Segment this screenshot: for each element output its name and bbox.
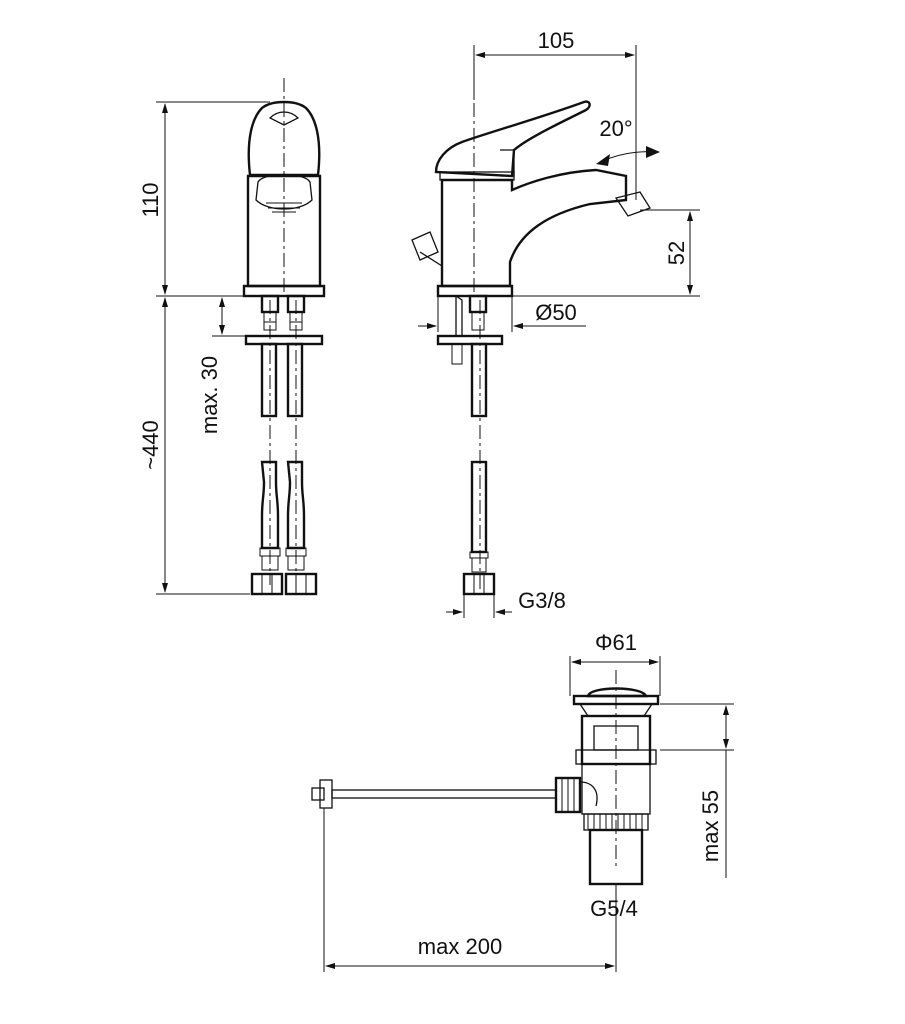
drain-dimensions: Φ61 max 55 G5/4 max 200 (323, 630, 734, 972)
front-view-dimensions: 110 ~440 max. 30 (138, 101, 270, 595)
dim-angle-20: 20° (599, 116, 632, 141)
faucet-front-view (242, 78, 326, 596)
dim-rod-max-200: max 200 (418, 934, 502, 959)
dim-height-110: 110 (138, 182, 163, 217)
dim-diameter-50: Ø50 (535, 300, 577, 325)
side-view-dimensions: 105 20° 52 Ø50 G3/8 (418, 28, 700, 618)
dim-height-52: 52 (664, 241, 689, 265)
dim-diameter-61: Φ61 (595, 630, 637, 655)
drain-assembly (311, 670, 660, 886)
dim-length-105: 105 (538, 28, 575, 53)
dim-thread-g38: G3/8 (518, 588, 566, 613)
dim-max-30: max. 30 (197, 356, 222, 434)
dim-hose-440: ~440 (138, 420, 163, 470)
faucet-side-view (411, 78, 651, 596)
dim-max-55: max 55 (698, 790, 723, 862)
dim-thread-g54: G5/4 (590, 896, 638, 921)
